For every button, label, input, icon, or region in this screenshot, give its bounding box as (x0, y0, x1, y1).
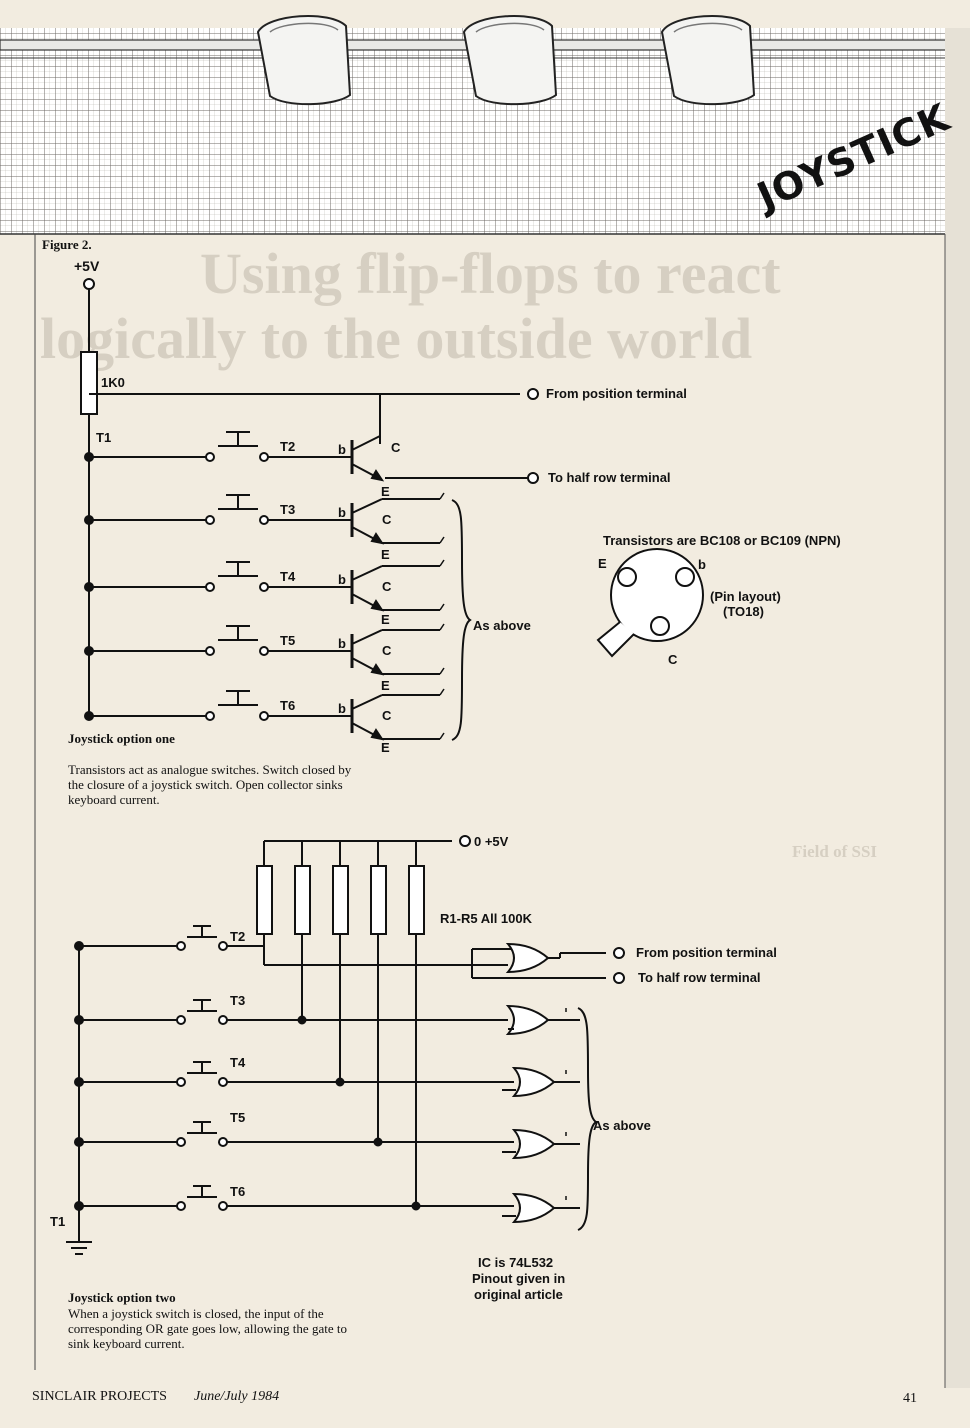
or-gate-3 (502, 1066, 566, 1098)
figure-label: Figure 2. (42, 237, 92, 252)
switch-row-t5 (84, 625, 352, 656)
pin-b-q1: b (338, 442, 346, 457)
pin-e-q3: E (381, 612, 390, 627)
as-above-label-two: As above (593, 1118, 651, 1133)
binder-ring-2 (462, 15, 558, 106)
switch-row-t2 (84, 431, 352, 462)
pin-c-q4: C (382, 643, 392, 658)
pin-e-q1: E (381, 484, 390, 499)
ground-label-two: T1 (50, 1214, 66, 1229)
transistor-q4 (350, 629, 440, 676)
switch2-label-t5: T5 (230, 1110, 246, 1125)
switch2-label-t4: T4 (230, 1055, 246, 1070)
pin-b-q5: b (338, 701, 346, 716)
output-position-label-two: From position terminal (636, 945, 777, 960)
resistor-bank-label: R1-R5 All 100K (440, 911, 532, 926)
or-gate-1 (471, 942, 606, 979)
position-terminal-two (613, 947, 625, 959)
supply-label-two: 0 +5V (474, 834, 509, 849)
switch2-row-t3 (74, 999, 508, 1025)
pin-e-q5: E (381, 740, 390, 755)
transistor-note: Transistors are BC108 or BC109 (NPN) (603, 533, 841, 548)
pin-b-q3: b (338, 572, 346, 587)
switch-label-t3: T3 (280, 502, 296, 517)
brace-option-two (577, 1007, 598, 1231)
pin-c-q3: C (382, 579, 392, 594)
half-row-terminal-two (613, 972, 625, 984)
ghost-subhead: Field of SSI (792, 842, 878, 861)
transistor-q1 (350, 394, 385, 482)
pin-c-q5: C (382, 708, 392, 723)
transistor-q3 (350, 565, 440, 612)
binder-ring-1 (256, 15, 352, 106)
pinout-label-b: b (698, 557, 706, 572)
option-one-circuit (80, 278, 539, 741)
footer-publication: SINCLAIR PROJECTS (32, 1389, 167, 1404)
pinout-label-e: E (598, 556, 607, 571)
transistor-q5 (350, 694, 440, 741)
resistor-label-1k0: 1K0 (101, 375, 125, 390)
supply-terminal-one (83, 278, 95, 290)
pin-b-q4: b (338, 636, 346, 651)
resistor-1k0 (80, 351, 98, 415)
pin-c-q2: C (382, 512, 392, 527)
pinout-caption-2: (TO18) (723, 604, 764, 619)
switch2-row-t2 (74, 925, 508, 966)
switch-row-t4 (84, 561, 352, 592)
pin-b-q2: b (338, 505, 346, 520)
switch2-row-t5 (74, 1121, 514, 1147)
to18-pinout (596, 548, 704, 658)
switch2-row-t6 (74, 1185, 514, 1211)
option-two-circuit (66, 835, 625, 1255)
option-one-caption: Transistors act as analogue switches. Sw… (68, 762, 352, 807)
ground-symbol (66, 1241, 92, 1255)
switch-row-t3 (84, 494, 352, 525)
transistor-q2 (350, 498, 440, 545)
footer-page-number: 41 (903, 1391, 917, 1406)
switch-row-t6 (84, 690, 352, 721)
or-gate-5 (502, 1192, 566, 1224)
as-above-label-one: As above (473, 618, 531, 633)
ghost-headline-2: logically to the outside world (40, 306, 753, 371)
option-one-title: Joystick option one (68, 731, 175, 746)
switch2-label-t3: T3 (230, 993, 246, 1008)
switch2-label-t2: T2 (230, 929, 246, 944)
pinout-label-c: C (668, 652, 678, 667)
or-gate-2 (505, 1004, 566, 1036)
pin-e-q2: E (381, 547, 390, 562)
pin-c-q1: C (391, 440, 401, 455)
ic-note-3: original article (474, 1287, 563, 1302)
option-two-caption: When a joystick switch is closed, the in… (68, 1306, 347, 1351)
supply-terminal-two (459, 835, 471, 847)
ic-note-1: IC is 74L532 (478, 1255, 554, 1270)
switch2-label-t6: T6 (230, 1184, 246, 1199)
ground-label-one: T1 (96, 430, 112, 445)
pinout-caption-1: (Pin layout) (710, 589, 781, 604)
graph-paper-header (0, 28, 970, 1388)
or-gate-4 (502, 1128, 566, 1160)
supply-label-one: +5V (74, 258, 100, 274)
switch-label-t5: T5 (280, 633, 296, 648)
position-terminal-one (527, 388, 539, 400)
switch2-row-t4 (74, 1061, 514, 1087)
switch-label-t4: T4 (280, 569, 296, 584)
binder-ring-3 (660, 15, 756, 106)
output-half-row-label-one: To half row terminal (548, 470, 671, 485)
switch-label-t6: T6 (280, 698, 296, 713)
ic-note-2: Pinout given in (472, 1271, 566, 1286)
option-two-title: Joystick option two (68, 1290, 176, 1305)
footer-issue: June/July 1984 (194, 1389, 280, 1404)
half-row-terminal-one (527, 472, 539, 484)
brace-option-one (451, 499, 472, 741)
output-half-row-label-two: To half row terminal (638, 970, 761, 985)
ghost-headline-1: Using flip-flops to react (200, 241, 781, 306)
output-position-label-one: From position terminal (546, 386, 687, 401)
switch-label-t2: T2 (280, 439, 296, 454)
resistor-bank (256, 841, 425, 1206)
pin-e-q4: E (381, 678, 390, 693)
